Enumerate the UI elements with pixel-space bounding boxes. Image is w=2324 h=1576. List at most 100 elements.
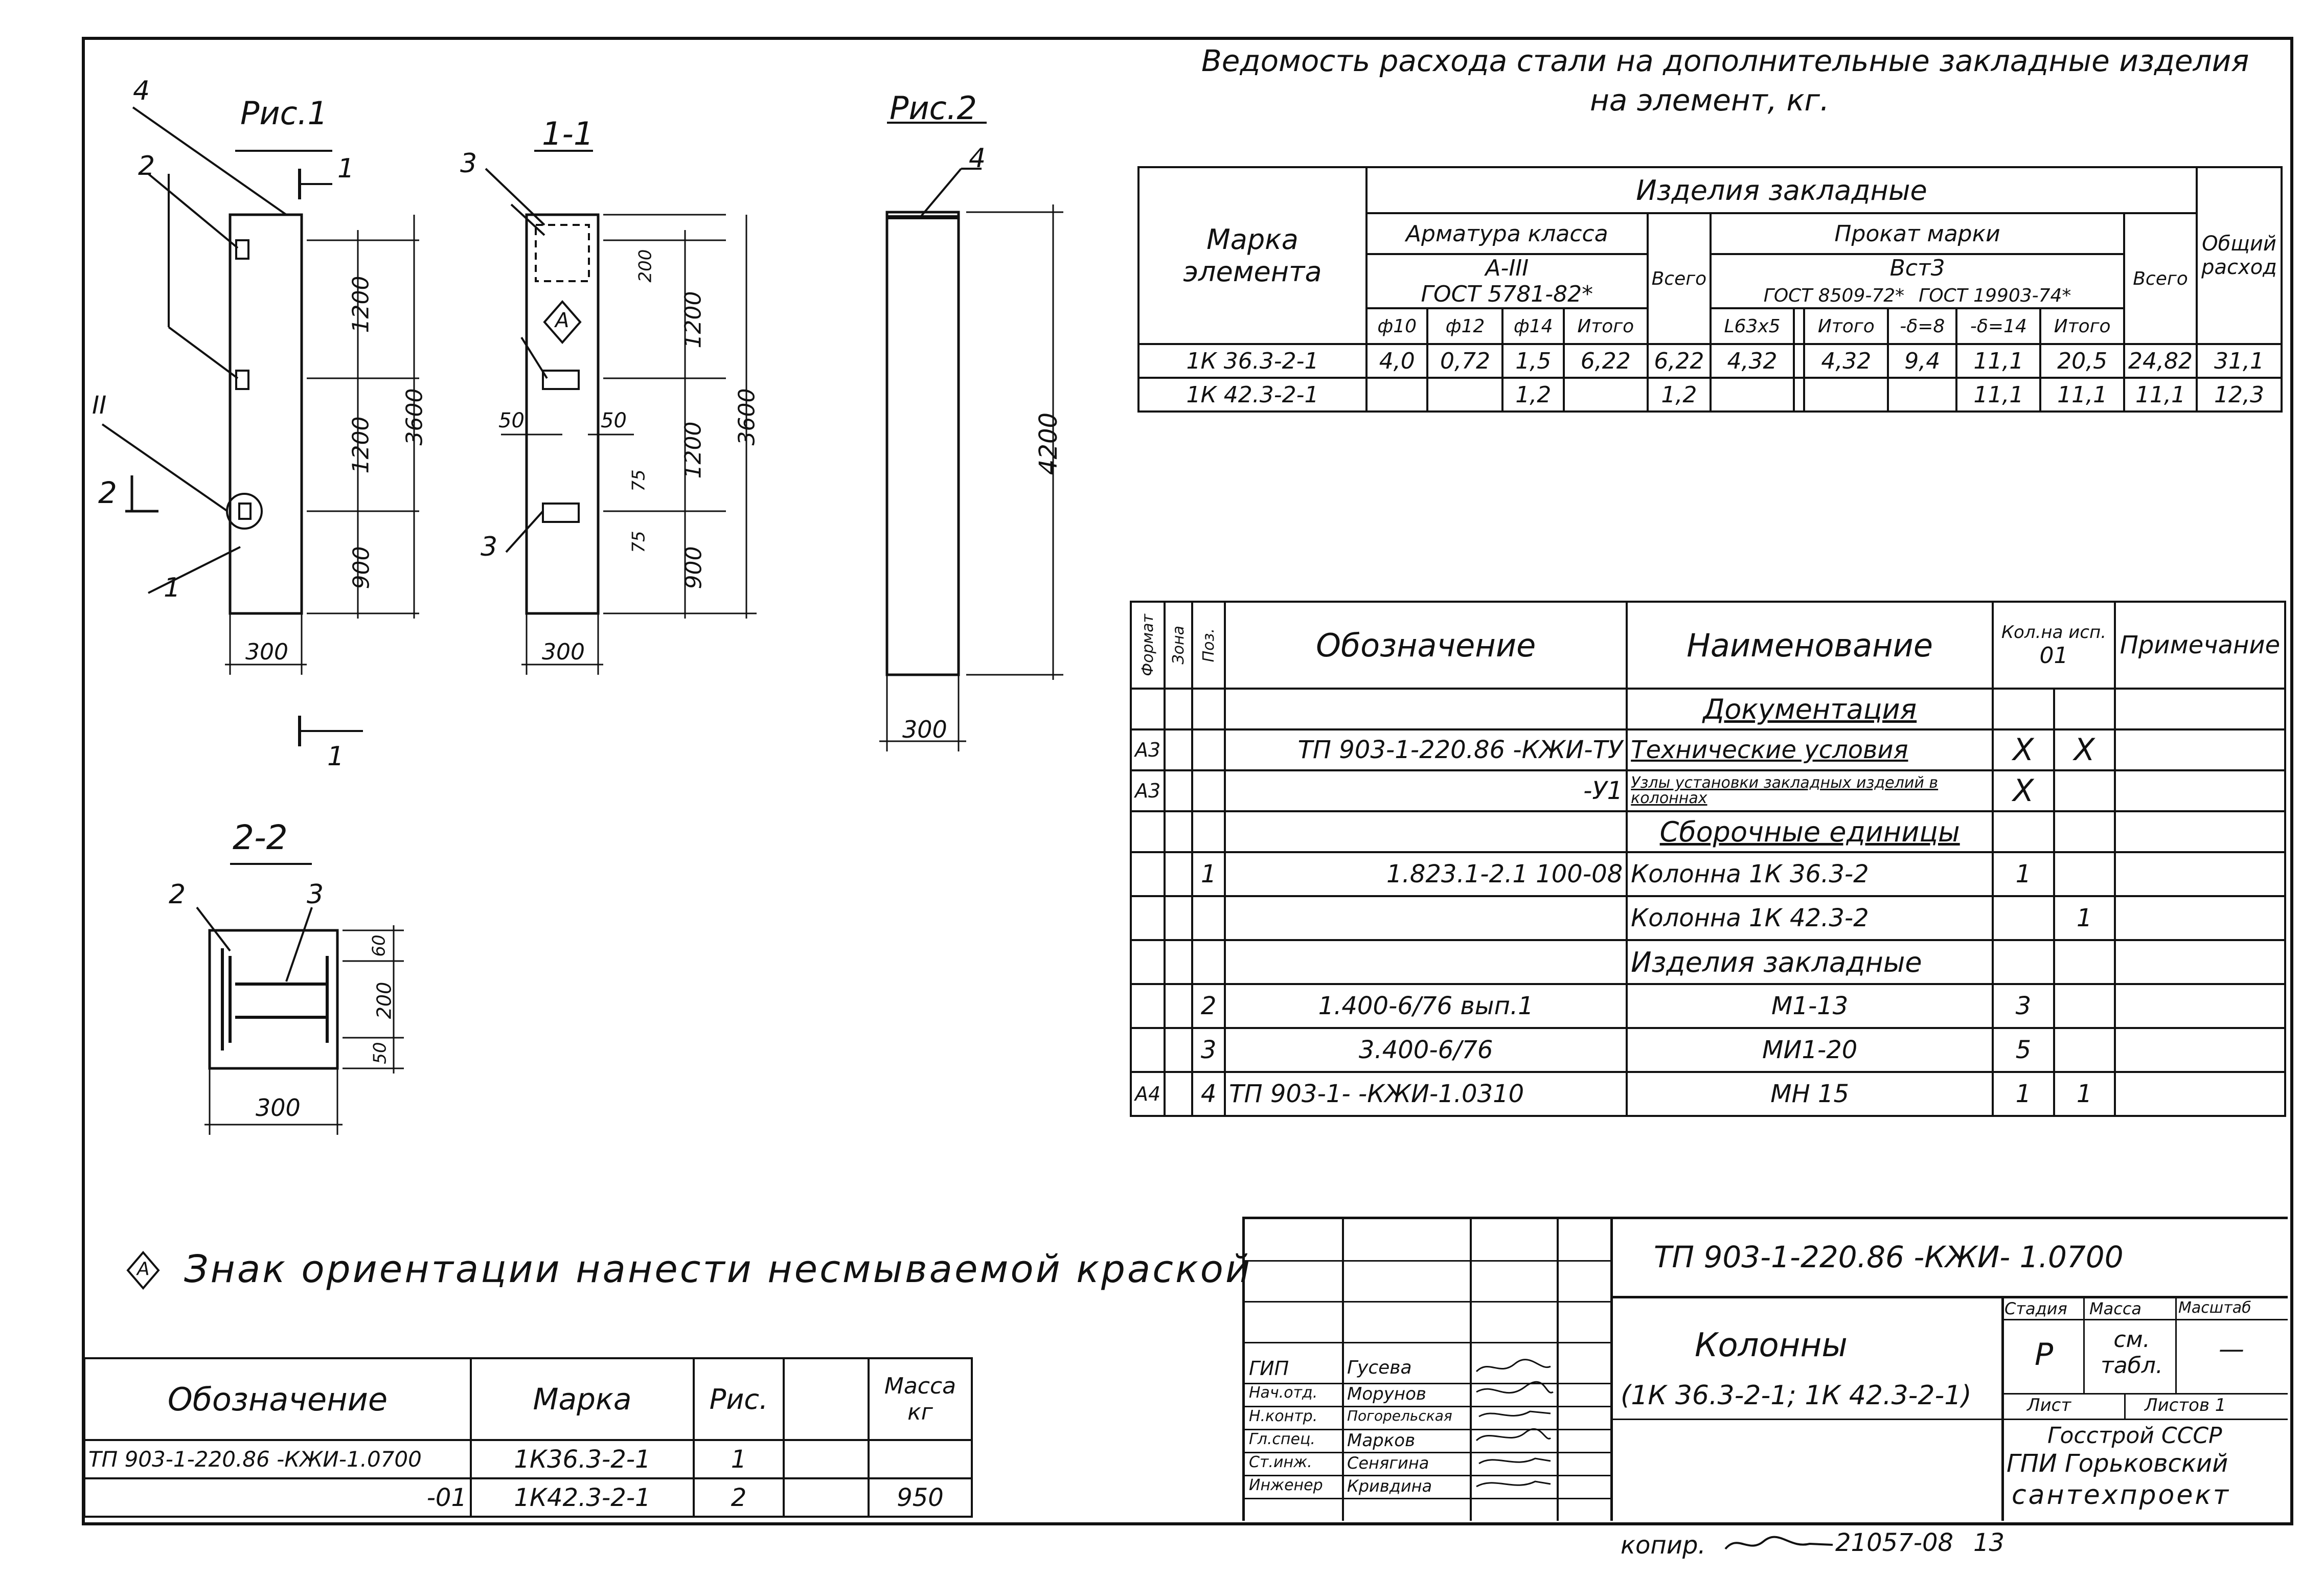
tb-scale: — (2219, 1334, 2244, 1364)
spec-r8-q1: 5 (1992, 1027, 2055, 1073)
spec-r3-q2 (2053, 810, 2116, 853)
tb-role-3: Гл.спец. (1249, 1430, 1315, 1448)
tb-sheets-h: Листов 1 (2145, 1395, 2226, 1415)
spec-r2-q2 (2053, 769, 2116, 812)
mass-r2-mass: 950 (868, 1477, 973, 1518)
steel-row2-c11: 11,1 (2123, 377, 2198, 413)
spec-r1-name: Технические условия (1626, 728, 1994, 771)
sec11-dim-1200b: 1200 (680, 421, 707, 479)
section22-title: 2-2 (233, 818, 288, 857)
spec-r0-format (1129, 688, 1166, 730)
spec-r0-pos (1191, 688, 1226, 730)
tb-name-3: Марков (1347, 1430, 1416, 1451)
steel-rolled-grade: Вст3 (1889, 255, 1945, 281)
fig2-label-4: 4 (969, 143, 986, 174)
spec-r4-designation: 1.823.1-2.1 100-08 (1224, 851, 1628, 897)
section11-title: 1-1 (542, 115, 594, 152)
spec-r4-pos: 1 (1191, 851, 1226, 897)
sec11-dim-75b: 75 (628, 531, 649, 553)
steel-row2-c6 (1792, 377, 1806, 413)
fig1-label-2: 2 (138, 151, 155, 181)
spec-r6-pos (1191, 939, 1226, 985)
steel-col-mark: Марка элемента (1137, 166, 1368, 345)
spec-r2-note (2113, 769, 2287, 812)
steel-col-total2: Всего (2123, 212, 2198, 345)
spec-r9-pos: 4 (1191, 1071, 1226, 1117)
sec11-label-3b: 3 (481, 532, 498, 562)
copy-number: 21057-08 (1835, 1528, 1954, 1557)
cut-label-bottom: 1 (327, 741, 345, 772)
steel-col-total1: Всего (1646, 212, 1712, 345)
steel-row2-c1 (1426, 377, 1504, 413)
steel-sub-h3: Итого (1562, 307, 1649, 345)
spec-r6-zone (1164, 939, 1194, 985)
spec-r7-designation: 1.400-6/76 вып.1 (1224, 983, 1628, 1029)
spec-h-qty-sub: 01 (2039, 642, 2068, 669)
steel-row-1: 1К 36.3-2-1 4,0 0,72 1,5 6,22 6,22 4,32 … (1137, 343, 2283, 379)
mass-r2-mark: 1К42.3-2-1 (470, 1477, 695, 1518)
steel-row2-c2: 1,2 (1501, 377, 1565, 413)
spec-r4-q2 (2053, 851, 2116, 897)
steel-statement-title-1: Ведомость расхода стали на дополнительны… (1201, 43, 2249, 78)
fig1-label-4: 4 (133, 76, 150, 106)
mass-r2-empty (783, 1477, 870, 1518)
sec11-label-3a: 3 (460, 148, 477, 179)
steel-row1-mark: 1К 36.3-2-1 (1137, 343, 1368, 379)
tb-signatures (1475, 1359, 1554, 1488)
spec-r9-note (2113, 1071, 2287, 1117)
steel-rolled-title: Прокат марки (1710, 212, 2126, 255)
sheet-frame (82, 37, 2293, 1525)
spec-r5-format (1129, 895, 1166, 941)
spec-r7-q1: 3 (1992, 983, 2055, 1029)
spec-r3-pos (1191, 810, 1226, 853)
steel-row1-c11: 24,82 (2123, 343, 2198, 379)
spec-r0-note (2113, 688, 2287, 730)
fig2-title: Рис.2 (890, 89, 977, 127)
spec-h-note: Примечание (2113, 601, 2287, 690)
sec11-dim-300: 300 (542, 639, 585, 665)
spec-r8-format (1129, 1027, 1166, 1073)
spec-r2-format: А3 (1129, 769, 1166, 812)
tb-sig-grid (1245, 1219, 1613, 1521)
spec-r9-q1: 1 (1992, 1071, 2055, 1117)
copy-note: копир. (1621, 1531, 1706, 1560)
steel-row2-mark: 1К 42.3-2-1 (1137, 377, 1368, 413)
steel-table: Марка элемента Изделия закладные Общий р… (1137, 166, 2283, 413)
spec-r1-designation: ТП 903-1-220.86 -КЖИ-ТУ (1224, 728, 1628, 771)
spec-r0-name: Документация (1626, 688, 1994, 730)
spec-r7-note (2113, 983, 2287, 1029)
mass-r1-mass (868, 1439, 973, 1479)
tb-name-2: Погорельская (1347, 1407, 1452, 1424)
sec11-dim-75a: 75 (628, 469, 649, 492)
steel-sub-h2: ф14 (1501, 307, 1565, 345)
fig1-column-outline (229, 213, 303, 615)
spec-r1-pos (1191, 728, 1226, 771)
spec-r4-zone (1164, 851, 1194, 897)
fig1-dim-1200a: 1200 (348, 276, 374, 333)
spec-r3-zone (1164, 810, 1194, 853)
steel-row1-c8: 9,4 (1887, 343, 1958, 379)
spec-r2-designation: -У1 (1224, 769, 1628, 812)
mass-h-mass: Масса кг (868, 1357, 973, 1441)
steel-gost-8509: ГОСТ 8509-72* (1763, 285, 1905, 306)
spec-r0-q1 (1992, 688, 2055, 730)
spec-h-qty-text: Кол.на исп. (2001, 622, 2107, 643)
steel-rebar-gost: ГОСТ 5781-82* (1421, 281, 1593, 307)
sheet-number: 13 (1973, 1528, 2005, 1557)
sec22-dim-50: 50 (370, 1042, 391, 1064)
spec-r3-note (2113, 810, 2287, 853)
steel-row1-c0: 4,0 (1365, 343, 1429, 379)
copy-signature (1724, 1536, 1833, 1550)
spec-r8-name: МИ1-20 (1626, 1027, 1994, 1073)
tb-role-1: Нач.отд. (1249, 1384, 1318, 1402)
mass-r1-fig: 1 (693, 1439, 785, 1479)
tb-name-4: Сенягина (1347, 1453, 1429, 1473)
orientation-note-mark: А (137, 1259, 150, 1280)
spec-r6-format (1129, 939, 1166, 985)
steel-row2-c8 (1887, 377, 1958, 413)
spec-r6-designation (1224, 939, 1628, 985)
